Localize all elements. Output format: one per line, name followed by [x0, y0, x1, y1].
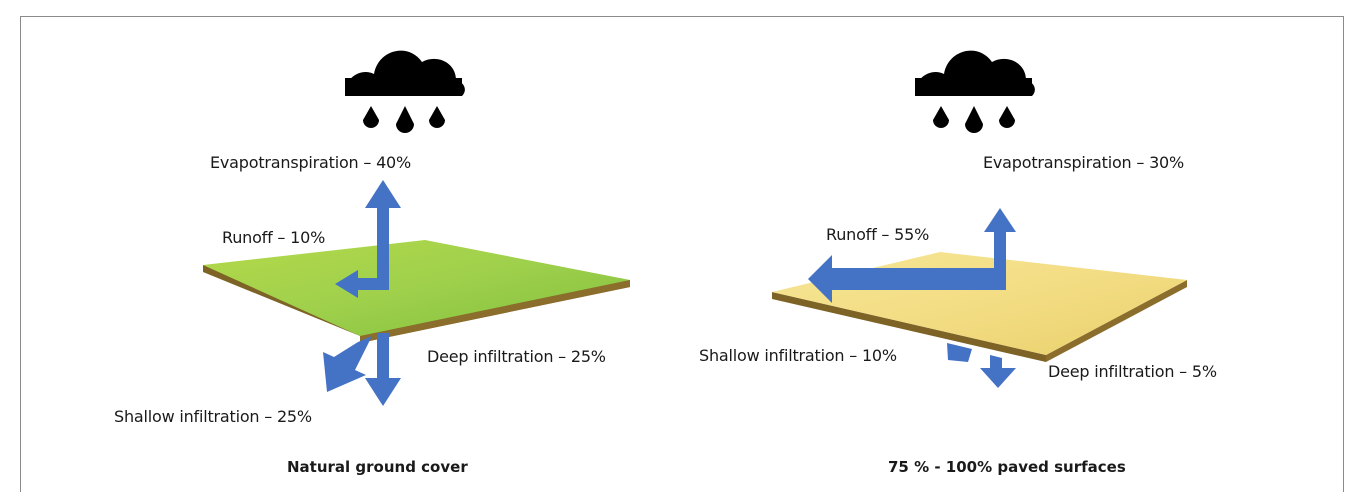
runoff-arrow-left — [335, 270, 389, 298]
runoff-arrow-right — [808, 255, 1005, 303]
evapotranspiration-arrow-right — [984, 208, 1016, 290]
deep-infiltration-arrow-left — [365, 333, 401, 406]
deep-infiltration-arrow-right — [980, 355, 1016, 388]
shallow-infiltration-arrow-left — [323, 336, 372, 392]
shallow-infiltration-arrow-right — [947, 343, 972, 362]
shallow-infiltration-label-right: Shallow infiltration – 10% — [699, 346, 897, 365]
deep-infiltration-label-left: Deep infiltration – 25% — [427, 347, 606, 366]
caption-paved: 75 % - 100% paved surfaces — [888, 458, 1126, 476]
caption-natural: Natural ground cover — [287, 458, 468, 476]
figure-frame — [20, 16, 1344, 492]
rain-cloud-icon-left — [345, 50, 465, 133]
runoff-label-right: Runoff – 55% — [826, 225, 930, 244]
runoff-label-left: Runoff – 10% — [222, 228, 326, 247]
natural-ground-slab — [203, 240, 630, 343]
deep-infiltration-label-right: Deep infiltration – 5% — [1048, 362, 1217, 381]
evapotranspiration-arrow-left — [365, 180, 401, 290]
evapotranspiration-label-left: Evapotranspiration – 40% — [210, 153, 412, 172]
evapotranspiration-label-right: Evapotranspiration – 30% — [983, 153, 1185, 172]
shallow-infiltration-label-left: Shallow infiltration – 25% — [114, 407, 312, 426]
rain-cloud-icon-right — [915, 50, 1035, 133]
